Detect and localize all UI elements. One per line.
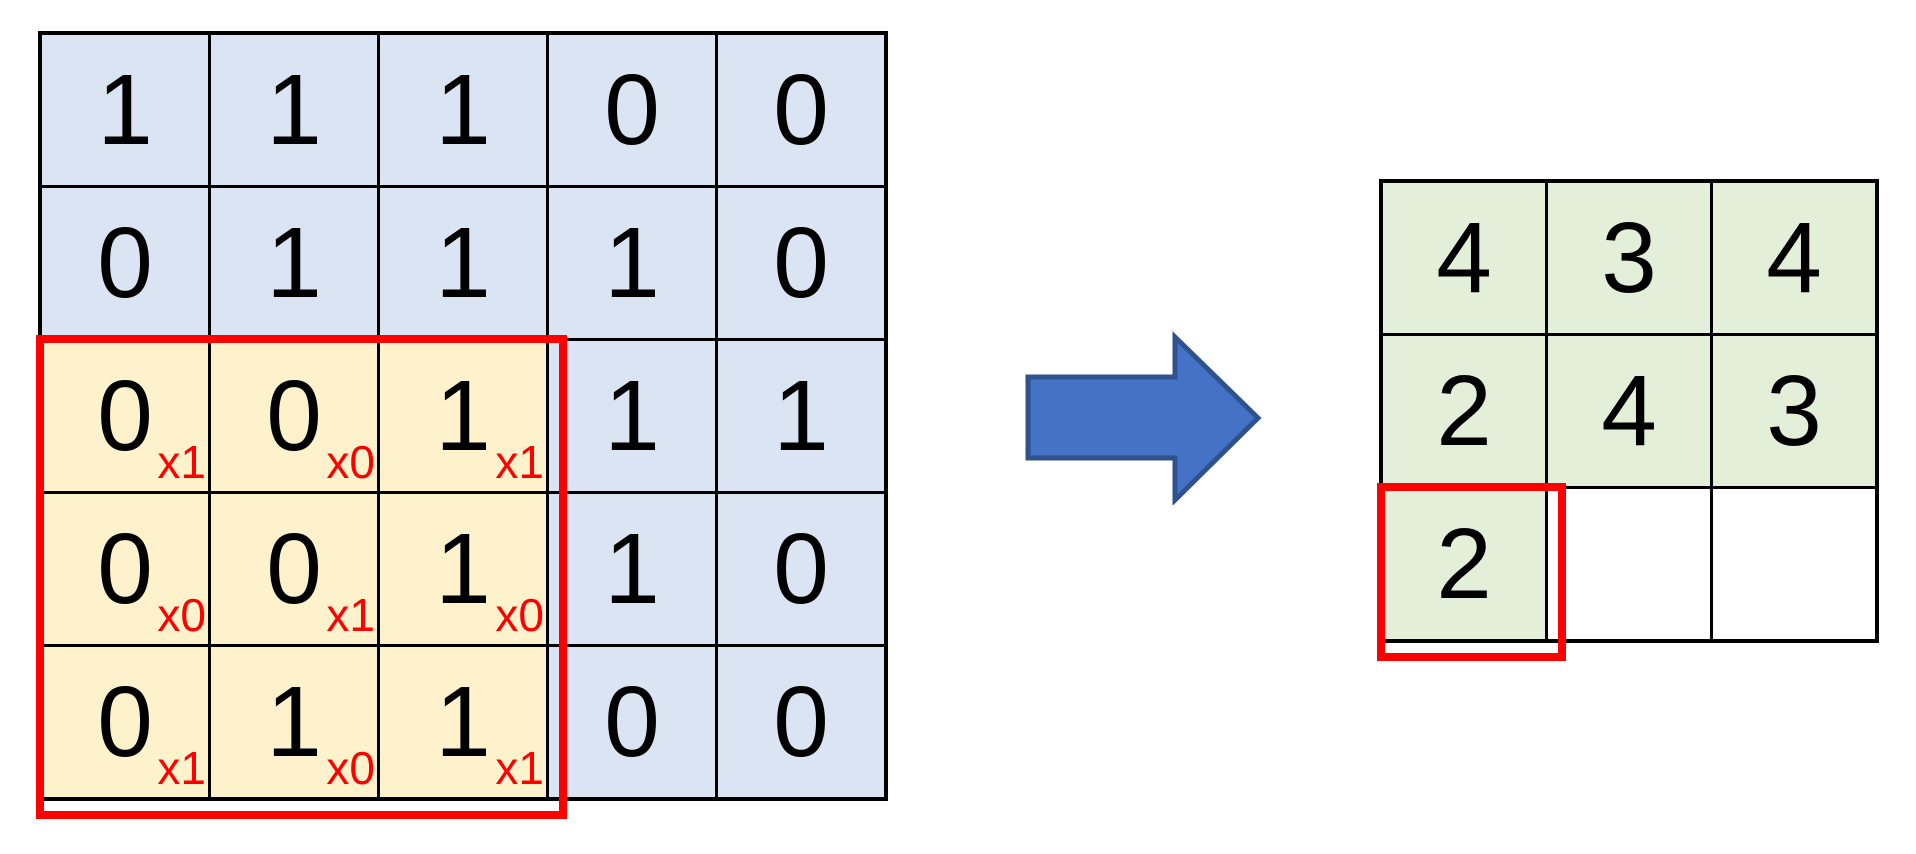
output-cell-empty — [1548, 489, 1710, 639]
input-cell: 0 — [718, 188, 884, 338]
output-cell-value: 3 — [1601, 202, 1657, 314]
input-cell-value: 1 — [266, 54, 322, 166]
input-cell-value: 1 — [604, 360, 660, 472]
input-cell: 1 — [549, 341, 715, 491]
input-cell-value: 0 — [773, 666, 829, 778]
input-cell-value: 1 — [97, 54, 153, 166]
input-cell: 1 — [380, 188, 546, 338]
input-cell-value: 0 — [604, 666, 660, 778]
input-cell-value: 0 — [97, 513, 153, 625]
input-cell: 0 — [718, 494, 884, 644]
input-cell-value: 0 — [266, 360, 322, 472]
kernel-weight-label: x1 — [157, 742, 206, 794]
input-cell-value: 0 — [773, 513, 829, 625]
kernel-weight-label: x0 — [495, 589, 544, 641]
output-cell: 2 — [1383, 336, 1545, 486]
input-cell: 0 — [549, 35, 715, 185]
output-cell-value: 4 — [1601, 355, 1657, 467]
input-cell-value: 0 — [97, 666, 153, 778]
input-cell: 1 — [549, 494, 715, 644]
kernel-weight-label: x1 — [157, 436, 206, 488]
input-cell-value: 1 — [266, 207, 322, 319]
input-cell: 1 — [718, 341, 884, 491]
input-cell: 1 — [211, 188, 377, 338]
input-cell-value: 1 — [266, 666, 322, 778]
right-block-arrow-icon — [1025, 331, 1262, 505]
input-cell: 0 — [718, 35, 884, 185]
kernel-weight-label: x0 — [326, 742, 375, 794]
output-cell-value: 4 — [1436, 202, 1492, 314]
input-cell-value: 1 — [773, 360, 829, 472]
input-cell-value: 1 — [435, 207, 491, 319]
input-cell-value: 0 — [97, 207, 153, 319]
input-cell-value: 1 — [604, 207, 660, 319]
input-cell-value: 1 — [435, 666, 491, 778]
input-cell-value: 0 — [604, 54, 660, 166]
output-cell-value: 3 — [1766, 355, 1822, 467]
output-cell-value: 2 — [1436, 508, 1492, 620]
kernel-weight-label: x0 — [157, 589, 206, 641]
input-cell-value: 0 — [97, 360, 153, 472]
output-cell: 3 — [1713, 336, 1875, 486]
input-cell: 1 — [211, 35, 377, 185]
kernel-weight-label: x0 — [326, 436, 375, 488]
kernel-weight-label: x1 — [326, 589, 375, 641]
input-cell: 1 — [380, 35, 546, 185]
input-cell-value: 0 — [773, 207, 829, 319]
input-cell: 1 — [549, 188, 715, 338]
output-cell-highlighted: 2 — [1383, 489, 1545, 639]
input-cell-value: 1 — [604, 513, 660, 625]
output-cell-empty — [1713, 489, 1875, 639]
input-cell: 0 — [42, 188, 208, 338]
output-cell: 4 — [1548, 336, 1710, 486]
input-cell: 0 — [549, 647, 715, 797]
output-cell: 4 — [1383, 183, 1545, 333]
input-cell: 1 — [42, 35, 208, 185]
input-cell-value: 0 — [773, 54, 829, 166]
kernel-weight-label: x1 — [495, 436, 544, 488]
kernel-weight-label: x1 — [495, 742, 544, 794]
output-cell-value: 4 — [1766, 202, 1822, 314]
output-cell: 3 — [1548, 183, 1710, 333]
output-cell: 4 — [1713, 183, 1875, 333]
input-cell-value: 1 — [435, 513, 491, 625]
input-cell: 0 — [718, 647, 884, 797]
output-cell-value: 2 — [1436, 355, 1492, 467]
input-cell-value: 1 — [435, 360, 491, 472]
input-cell-value: 0 — [266, 513, 322, 625]
output-matrix: 4 3 4 2 4 3 2 — [1377, 179, 1879, 661]
input-cell-value: 1 — [435, 54, 491, 166]
